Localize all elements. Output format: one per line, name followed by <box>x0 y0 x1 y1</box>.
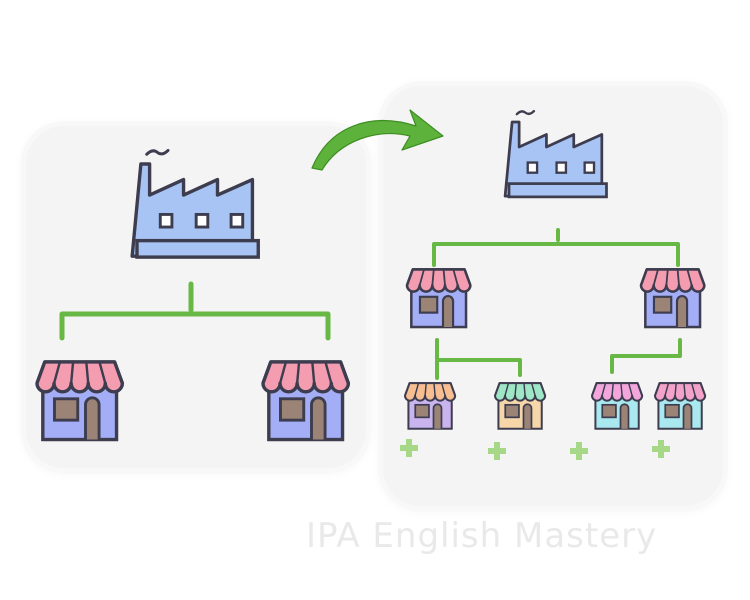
store-icon <box>494 382 547 430</box>
watermark-text: IPA English Mastery <box>306 516 658 556</box>
store-icon <box>35 360 125 442</box>
store-icon <box>639 268 706 329</box>
store-icon <box>654 382 707 430</box>
plus-icon <box>488 442 506 460</box>
plus-icon <box>570 442 588 460</box>
factory-icon <box>503 109 608 199</box>
store-icon <box>261 360 351 442</box>
plus-icon <box>400 439 418 457</box>
connector-branch-left <box>435 338 522 380</box>
connector-lines <box>59 228 682 380</box>
factory-icon <box>130 148 260 259</box>
connector-branch-right <box>610 338 682 374</box>
curved-arrow-icon <box>311 109 444 171</box>
plus-icon <box>652 440 670 458</box>
store-icon <box>591 382 644 430</box>
store-icon <box>404 382 457 430</box>
diagram-shapes <box>35 109 707 460</box>
connector-right-top <box>432 228 680 267</box>
connector-left <box>59 281 331 341</box>
store-icon <box>405 268 472 329</box>
